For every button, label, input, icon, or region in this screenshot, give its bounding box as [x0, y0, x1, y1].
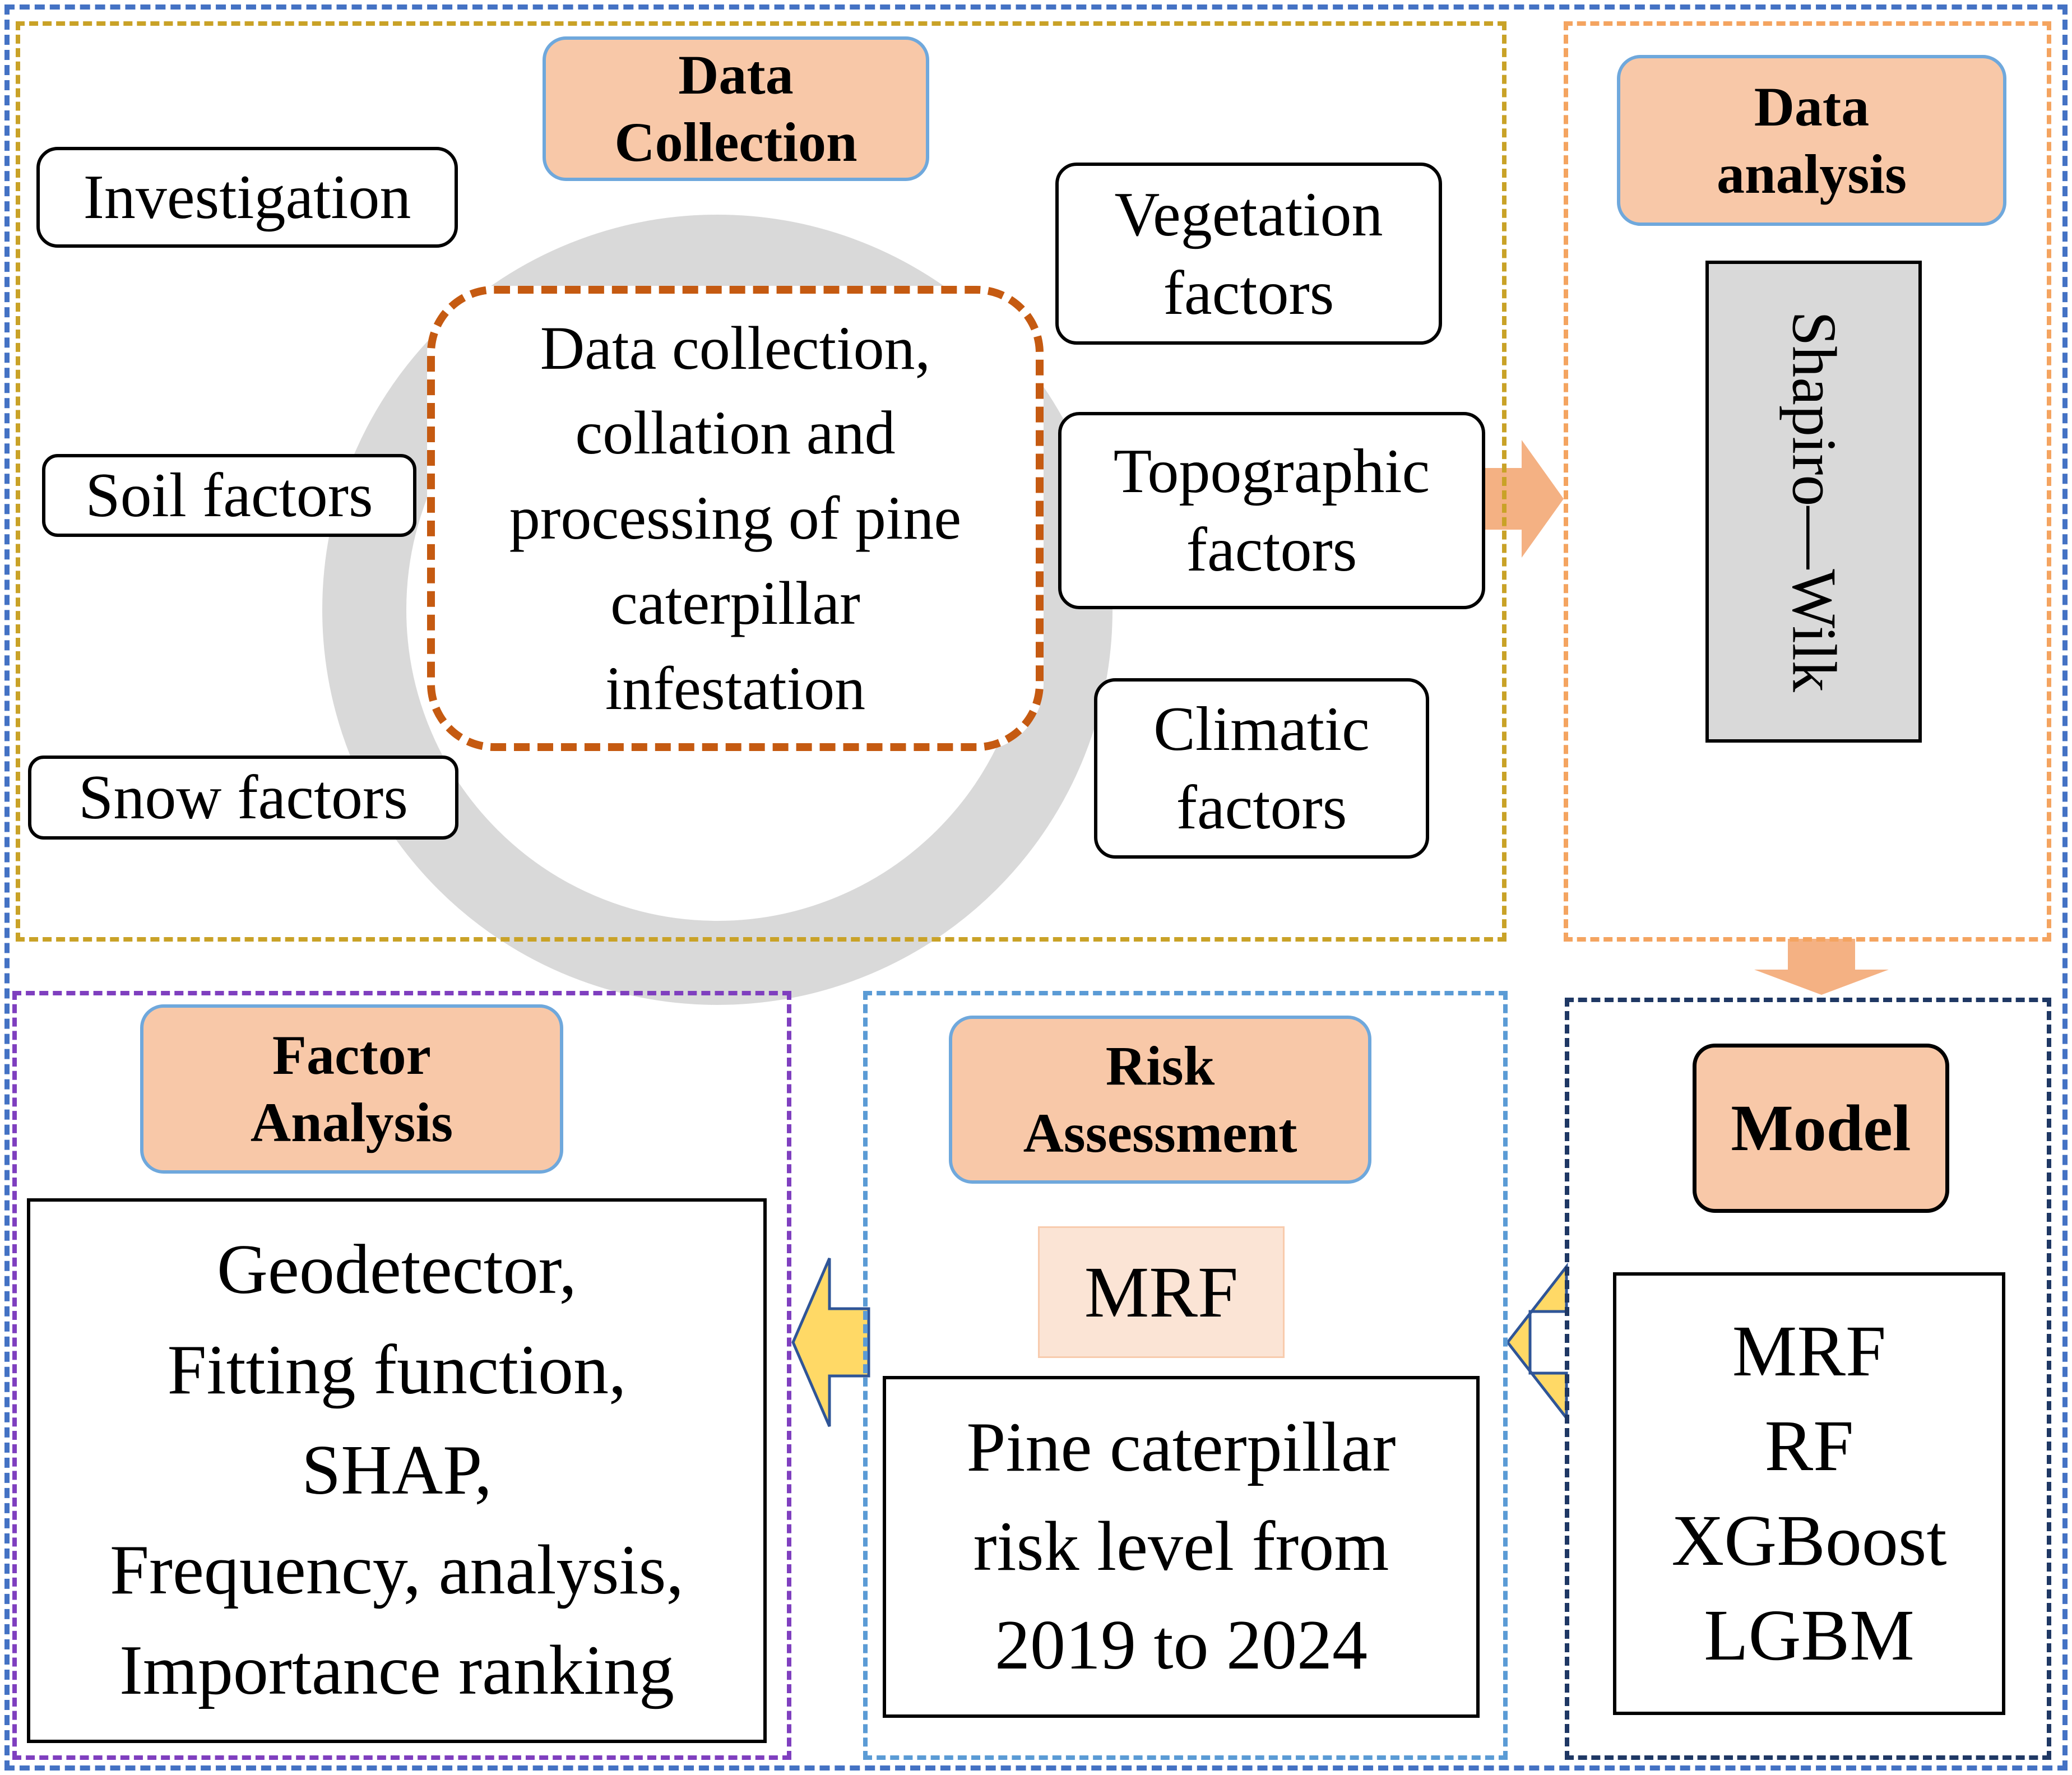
- snow-factors-item: Snow factors: [28, 756, 458, 840]
- collection-ring: [322, 215, 1113, 1005]
- investigation-item: Investigation: [36, 147, 458, 248]
- data-analysis-header: Data analysis: [1617, 55, 2006, 226]
- factor-analysis-section: [12, 991, 791, 1760]
- data-collection-header: Data Collection: [543, 36, 929, 181]
- factor-analysis-header: Factor Analysis: [140, 1004, 563, 1174]
- data-analysis-section: [1564, 21, 2051, 942]
- data-collection-center: Data collection, collation and processin…: [427, 286, 1044, 751]
- risk-model-label: MRF: [1038, 1226, 1285, 1358]
- risk-result-box: Pine caterpillar risk level from 2019 to…: [883, 1376, 1480, 1718]
- arrow-to-risk: [1505, 1262, 1568, 1422]
- shapiro-wilk-box: Shapiro—Wilk: [1705, 261, 1922, 743]
- outer-frame: [4, 4, 2068, 1771]
- risk-assessment-header: Risk Assessment: [949, 1016, 1371, 1184]
- arrow-to-model: [1754, 939, 1889, 995]
- arrow-to-factor: [791, 1258, 870, 1427]
- vegetation-factors-item: Vegetation factors: [1055, 163, 1442, 345]
- model-methods-box: MRF RF XGBoost LGBM: [1613, 1272, 2005, 1715]
- climatic-factors-item: Climatic factors: [1094, 678, 1429, 859]
- model-section: [1565, 998, 2051, 1760]
- factor-methods-box: Geodetector, Fitting function, SHAP, Fre…: [27, 1198, 767, 1743]
- shapiro-wilk-label: Shapiro—Wilk: [1779, 311, 1849, 692]
- model-header: Model: [1693, 1044, 1949, 1213]
- data-collection-section: [16, 21, 1507, 942]
- risk-assessment-section: [863, 991, 1508, 1760]
- soil-factors-item: Soil factors: [42, 454, 416, 537]
- topographic-factors-item: Topographic factors: [1058, 412, 1485, 609]
